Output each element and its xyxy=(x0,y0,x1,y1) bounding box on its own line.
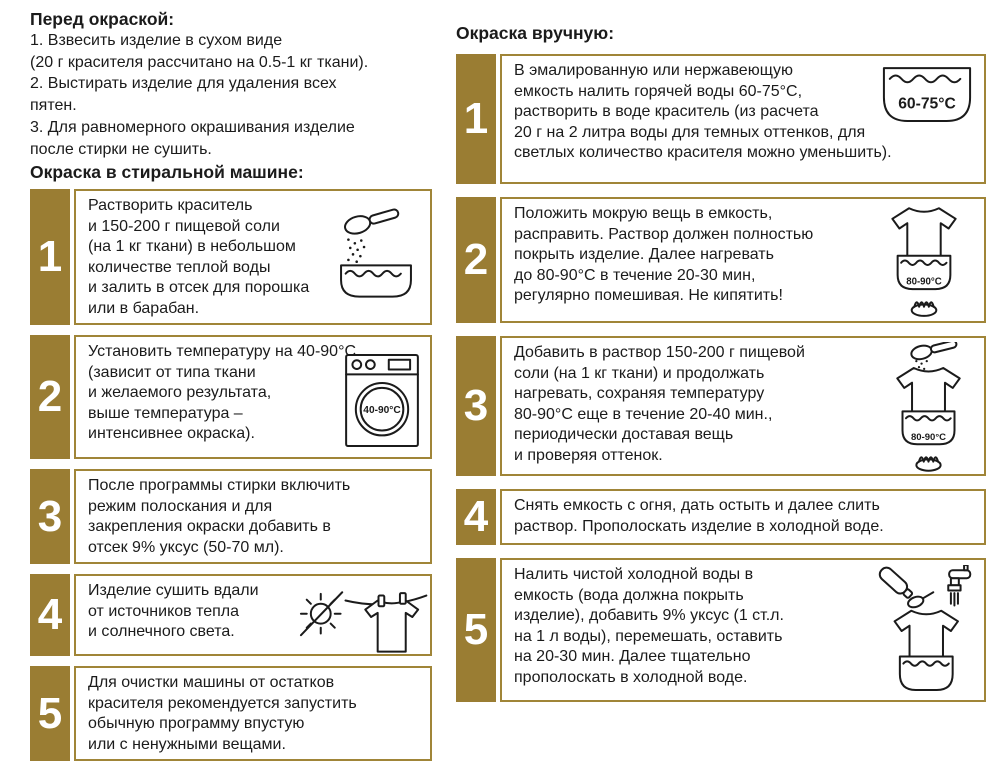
machine-step-1: 1 Растворить краситель и 150-200 г пищев… xyxy=(30,189,432,326)
machine-step-4: 4 Изделие сушить вдали от источников теп… xyxy=(30,574,432,657)
step-body: После программы стирки включить режим по… xyxy=(74,469,432,565)
step-number: 1 xyxy=(30,189,70,326)
hand-step-3: 3 Добавить в раствор 150-200 г пищевой с… xyxy=(456,336,986,476)
shirt-in-pot-over-flame-icon: 80-90°C xyxy=(880,203,968,319)
hand-step-4: 4 Снять емкость с огня, дать остыть и да… xyxy=(456,489,986,545)
svg-text:80-90°C: 80-90°C xyxy=(906,277,942,288)
svg-text:40-90°C: 40-90°C xyxy=(363,405,401,416)
step-text: Добавить в раствор 150-200 г пищевой сол… xyxy=(514,344,805,464)
step-body: Для очистки машины от остатков красителя… xyxy=(74,666,432,762)
column-hand-dyeing: Окраска вручную: 1 В эмалированную или н… xyxy=(456,8,986,771)
step-body: Установить температуру на 40-90°C (завис… xyxy=(74,335,432,460)
step-number: 5 xyxy=(30,666,70,762)
step-body: Изделие сушить вдали от источников тепла… xyxy=(74,574,432,657)
step-text: Установить температуру на 40-90°C (завис… xyxy=(88,343,357,443)
step-number: 4 xyxy=(456,489,496,545)
intro-text: 1. Взвесить изделие в сухом виде (20 г к… xyxy=(30,32,369,158)
step-number: 5 xyxy=(456,558,496,702)
spoon-shirt-in-pot-over-flame-icon: 80-90°C xyxy=(885,342,972,472)
svg-text:80-90°C: 80-90°C xyxy=(911,432,946,443)
hand-step-5: 5 Налить чистой холодной воды в емкость … xyxy=(456,558,986,702)
step-body: Растворить краситель и 150-200 г пищевой… xyxy=(74,189,432,326)
section-title-hand: Окраска вручную: xyxy=(456,23,615,43)
step-text: Положить мокрую вещь в емкость, расправи… xyxy=(514,205,814,304)
step-body: В эмалированную или нержавеющую емкость … xyxy=(500,54,986,184)
step-text: Для очистки машины от остатков красителя… xyxy=(88,674,357,753)
spoon-over-pot-icon xyxy=(330,201,422,304)
step-number: 3 xyxy=(30,469,70,565)
svg-text:60-75°C: 60-75°C xyxy=(898,95,956,112)
step-text: Изделие сушить вдали от источников тепла… xyxy=(88,582,259,641)
step-body: Снять емкость с огня, дать остыть и дале… xyxy=(500,489,986,545)
no-sun-clothesline-shirt-icon xyxy=(296,579,428,655)
step-body: Налить чистой холодной воды в емкость (в… xyxy=(500,558,986,702)
step-number: 3 xyxy=(456,336,496,476)
step-text: В эмалированную или нержавеющую емкость … xyxy=(514,62,892,161)
machine-step-2: 2 Установить температуру на 40-90°C (зав… xyxy=(30,335,432,460)
step-text: Растворить краситель и 150-200 г пищевой… xyxy=(88,197,310,317)
step-number: 2 xyxy=(456,197,496,323)
washing-machine-icon: 40-90°C xyxy=(344,353,420,448)
step-number: 1 xyxy=(456,54,496,184)
step-body: Положить мокрую вещь в емкость, расправи… xyxy=(500,197,986,323)
step-text: После программы стирки включить режим по… xyxy=(88,477,351,556)
step-number: 4 xyxy=(30,574,70,657)
pot-hot-water-icon: 60-75°C xyxy=(880,64,974,129)
bottle-faucet-shirt-in-pot-icon xyxy=(875,565,974,697)
machine-step-3: 3 После программы стирки включить режим … xyxy=(30,469,432,565)
step-body: Добавить в раствор 150-200 г пищевой сол… xyxy=(500,336,986,476)
hand-step-1: 1 В эмалированную или нержавеющую емкост… xyxy=(456,54,986,184)
step-number: 2 xyxy=(30,335,70,460)
section-title-machine: Окраска в стиральной машине: xyxy=(30,162,304,183)
step-text: Налить чистой холодной воды в емкость (в… xyxy=(514,566,784,686)
machine-step-5: 5 Для очистки машины от остатков красите… xyxy=(30,666,432,762)
hand-step-2: 2 Положить мокрую вещь в емкость, распра… xyxy=(456,197,986,323)
intro-title: Перед окраской: xyxy=(30,9,175,29)
step-text: Снять емкость с огня, дать остыть и дале… xyxy=(514,497,884,535)
column-machine-dyeing: Перед окраской: 1. Взвесить изделие в су… xyxy=(30,8,432,771)
